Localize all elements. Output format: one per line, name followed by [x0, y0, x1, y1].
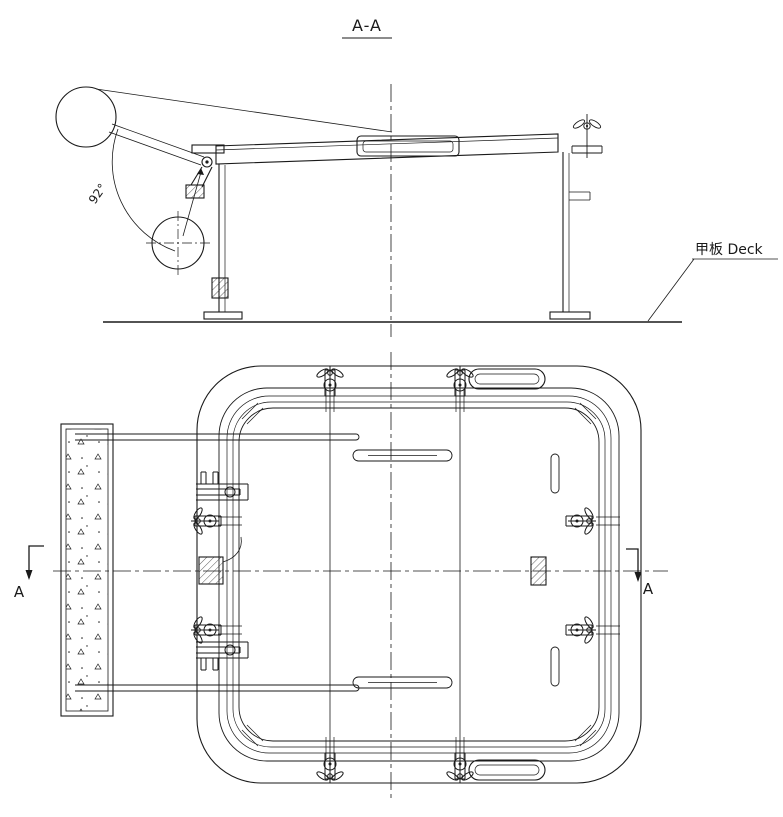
toggle-clamp-bottom-right	[445, 752, 475, 784]
angle-label: 92°	[86, 181, 110, 206]
gasket-line-inner	[232, 401, 606, 748]
cover-outer-edge	[196, 365, 642, 784]
deck-leader-line	[647, 258, 695, 322]
toggle-clamp-top-right	[445, 365, 475, 397]
handle-slot-upper	[352, 449, 453, 462]
lever-line-upper	[111, 123, 205, 158]
lid-handle-recess-outer	[356, 135, 460, 157]
lid-handle-recess-inner	[362, 140, 454, 153]
handle-projection-line	[95, 88, 393, 133]
wing-nut-clamp	[571, 114, 603, 158]
hatch-lid-profile	[215, 133, 559, 165]
handle-slot-lower	[352, 676, 453, 689]
toggle-clamp-top-left	[315, 365, 345, 397]
grab-handle-top-right	[468, 368, 546, 390]
section-marker-right-label: A	[643, 580, 654, 598]
hinge-fork-lower	[195, 641, 249, 671]
opening-edge	[238, 407, 600, 742]
grab-handle-bottom-right	[468, 759, 546, 781]
hinge-rod-lower	[75, 684, 360, 692]
toggle-clamp-left-upper	[190, 506, 222, 536]
vent-slot-right-upper	[550, 453, 560, 494]
coaming-right	[549, 152, 591, 320]
hinge-fork-upper	[195, 471, 249, 501]
toggle-clamp-left-lower	[190, 615, 222, 645]
section-marker-left: A	[14, 545, 44, 601]
gasket-line-outer	[226, 395, 612, 754]
hinge-hook-curve	[222, 536, 242, 563]
hinge-rod-upper	[75, 433, 360, 441]
center-keeper	[530, 556, 547, 586]
plan-view: A A	[14, 352, 668, 800]
hinge-pad-hatched	[198, 556, 224, 585]
section-title: A-A	[352, 16, 382, 35]
clamp-slot-marks	[218, 389, 620, 760]
cover-flange-edge	[218, 387, 620, 762]
counterweight-box	[60, 423, 114, 717]
deck-label: 甲板 Deck	[695, 242, 764, 258]
toggle-clamp-right-upper	[565, 506, 597, 536]
vent-slot-right-lower	[550, 646, 560, 687]
corner-ticks	[241, 402, 597, 747]
toggle-clamp-right-lower	[565, 615, 597, 645]
angle-arc	[111, 128, 176, 252]
section-view-aa: A-A 92°	[55, 16, 778, 337]
hinge-assembly	[185, 144, 225, 199]
hatch-lid-inner-line	[215, 137, 559, 151]
section-marker-left-label: A	[14, 583, 25, 601]
handle-ball-open	[55, 86, 117, 148]
toggle-clamp-bottom-left	[315, 752, 345, 784]
closed-lever-leader	[182, 171, 202, 237]
lever-line-lower	[108, 131, 202, 166]
coaming-left	[203, 164, 243, 320]
section-marker-right: A	[626, 548, 654, 598]
